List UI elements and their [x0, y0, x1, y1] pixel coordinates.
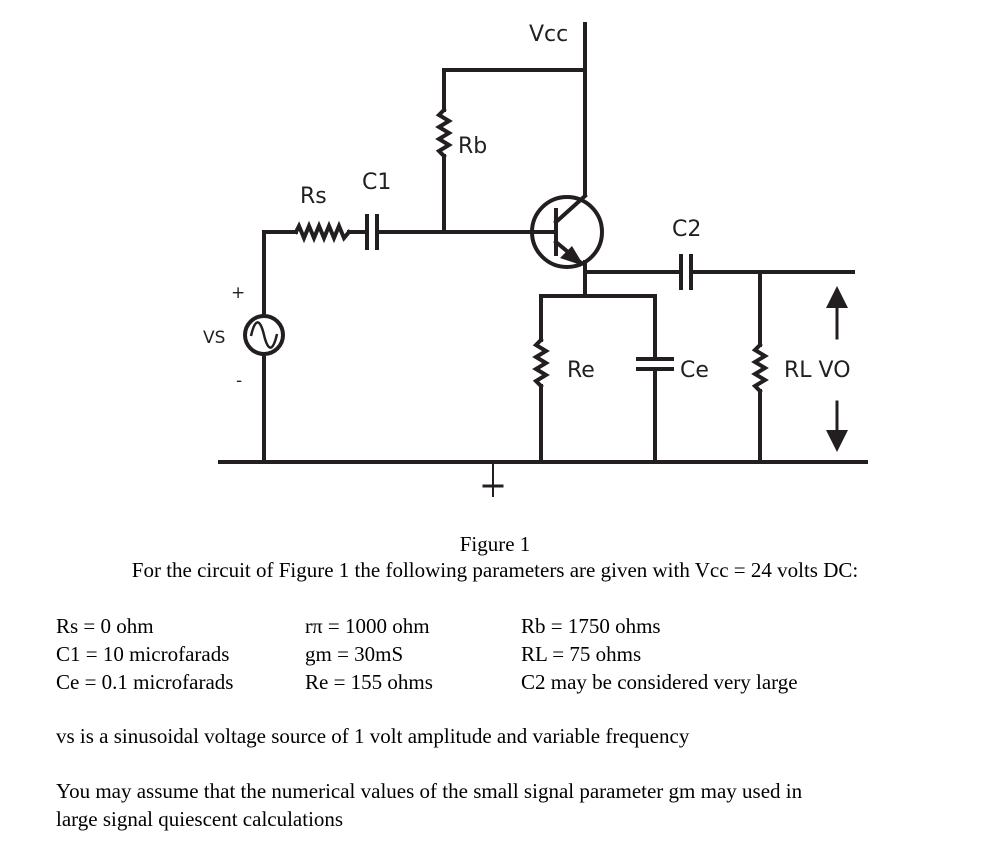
param-gm: gm = 30mS	[305, 642, 404, 666]
param-rl: RL = 75 ohms	[521, 642, 642, 666]
assumption-note-line1: You may assume that the numerical values…	[56, 779, 803, 803]
param-rb: Rb = 1750 ohms	[521, 614, 661, 638]
param-rs: Rs = 0 ohm	[56, 614, 154, 638]
label-ce: Ce	[680, 358, 709, 383]
label-minus: -	[236, 371, 242, 391]
vo-arrow-down-head	[826, 430, 848, 452]
param-column-3: Rb = 1750 ohms RL = 75 ohms C2 may be co…	[521, 612, 798, 696]
vo-arrow-up-head	[826, 286, 848, 308]
label-rs: Rs	[300, 184, 327, 209]
label-vs: VS	[203, 328, 225, 348]
rl-resistor	[751, 342, 769, 394]
re-resistor	[532, 337, 550, 389]
label-rb: Rb	[458, 134, 487, 159]
param-c2: C2 may be considered very large	[521, 670, 798, 694]
rb-top-wire	[442, 68, 587, 112]
rs-resistor	[293, 220, 352, 244]
label-c1: C1	[362, 170, 391, 195]
param-rpi: rπ = 1000 ohm	[305, 614, 430, 638]
param-c1: C1 = 10 microfarads	[56, 642, 230, 666]
param-column-1: Rs = 0 ohm C1 = 10 microfarads Ce = 0.1 …	[56, 612, 233, 696]
figure-caption: Figure 1	[459, 532, 531, 556]
assumption-note-line2: large signal quiescent calculations	[56, 807, 344, 831]
label-plus: +	[231, 283, 245, 303]
param-column-2: rπ = 1000 ohm gm = 30mS Re = 155 ohms	[305, 612, 433, 696]
source-wire	[262, 230, 298, 318]
circuit-schematic: Vcc Rb Rs C1 C2 Re Ce RL VO VS + -	[203, 22, 868, 497]
label-c2: C2	[672, 217, 701, 242]
sine-wave-icon	[249, 321, 279, 349]
param-re: Re = 155 ohms	[305, 670, 433, 694]
label-rl-vo: RL VO	[784, 358, 851, 383]
label-vcc: Vcc	[529, 22, 568, 47]
intro-text: For the circuit of Figure 1 the followin…	[131, 558, 859, 582]
rb-resistor	[435, 107, 453, 159]
transistor-body	[530, 195, 604, 269]
label-re: Re	[567, 358, 595, 383]
re-ce-top-wire	[539, 294, 657, 359]
emitter-arrow-head	[560, 246, 584, 266]
transistor-collector	[553, 193, 588, 225]
param-ce: Ce = 0.1 microfarads	[56, 670, 234, 694]
source-note: vs is a sinusoidal voltage source of 1 v…	[56, 724, 690, 748]
